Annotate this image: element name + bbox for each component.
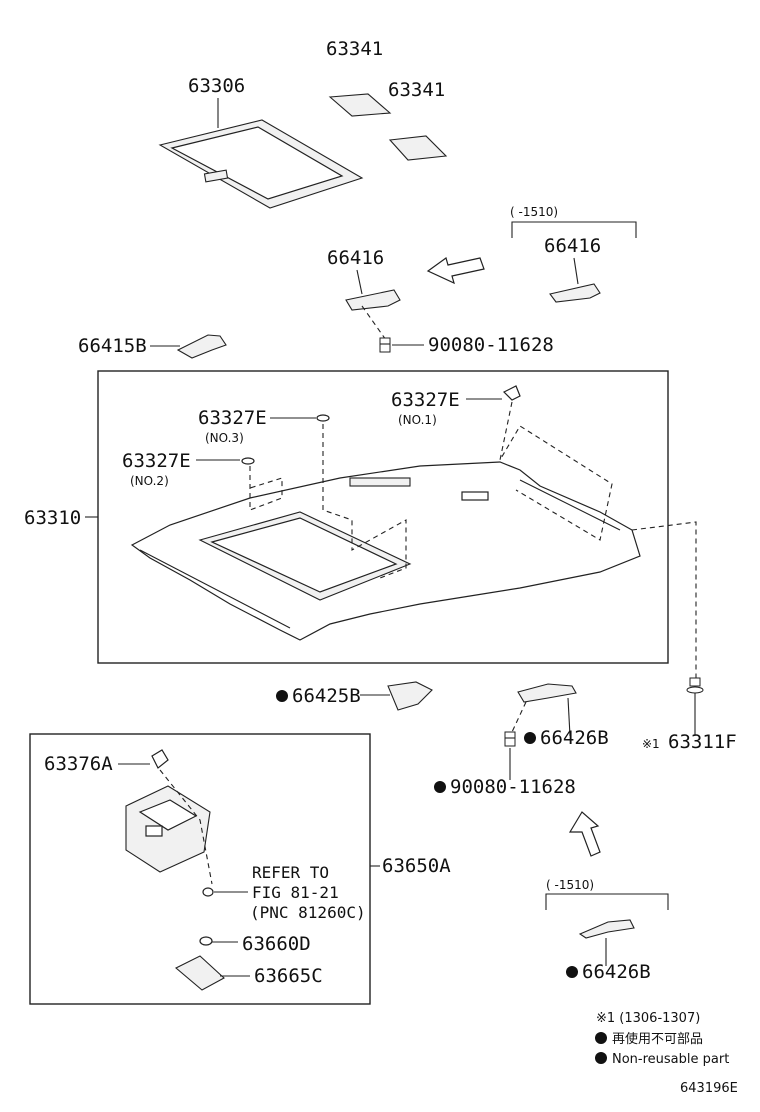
part-66425B (387, 681, 433, 711)
legend-note1: ※1 (1306-1307) (596, 1011, 700, 1026)
legend-nonreusable-en: Non-reusable part (612, 1052, 729, 1067)
screw-90080-lower (504, 731, 516, 747)
label-90080-lower: 90080-11628 (450, 776, 576, 798)
screw-90080-upper (379, 337, 391, 353)
label-63327E-no2: 63327E (122, 450, 191, 472)
note-no2: (NO.2) (130, 474, 169, 488)
part-66416-alt (549, 283, 601, 303)
label-63306: 63306 (188, 75, 245, 97)
lamp-housing (125, 785, 211, 873)
label-66415B: 66415B (78, 335, 147, 357)
part-66416-upper (345, 289, 401, 311)
clip-63327E-no3 (316, 414, 330, 422)
part-66426B-lower (578, 919, 635, 939)
clip-63327E-no1 (502, 385, 521, 401)
note-mark-63311F: ※1 (642, 737, 660, 751)
label-63341-lower: 63341 (388, 79, 445, 101)
clip-63327E-no2 (241, 457, 255, 465)
label-63327E-no3: 63327E (198, 407, 267, 429)
refer-line2: FIG 81-21 (252, 883, 339, 902)
label-63660D: 63660D (242, 933, 311, 955)
box-63650A (29, 733, 371, 1005)
part-63660D (199, 936, 213, 946)
date-range-lower: ( -1510) (546, 878, 594, 892)
pad-63341-upper (328, 93, 392, 117)
label-63341-upper: 63341 (326, 38, 383, 60)
bulb-63376A (151, 749, 169, 769)
label-63327E-no1: 63327E (391, 389, 460, 411)
label-66426B-upper: 66426B (540, 727, 609, 749)
refer-line3: (PNC 81260C) (250, 903, 366, 922)
label-63310: 63310 (24, 507, 81, 529)
sunshade-63306 (158, 119, 364, 209)
screw-lamp (202, 887, 214, 897)
direction-arrow-up (568, 811, 601, 857)
note-no3: (NO.3) (205, 431, 244, 445)
label-66425B: 66425B (292, 685, 361, 707)
part-66415B (176, 334, 227, 359)
date-range-upper: ( -1510) (510, 205, 558, 219)
pad-63341-lower (388, 135, 448, 161)
part-66426B-upper (517, 683, 577, 703)
lens-63665C (175, 955, 225, 991)
label-63376A: 63376A (44, 753, 113, 775)
label-90080-upper: 90080-11628 (428, 334, 554, 356)
clip-63311F (686, 677, 704, 735)
label-66416-upper: 66416 (327, 247, 384, 269)
headliner-63310 (130, 461, 641, 641)
note-no1: (NO.1) (398, 413, 437, 427)
label-66426B-lower: 66426B (582, 961, 651, 983)
label-63665C: 63665C (254, 965, 323, 987)
label-66416-alt: 66416 (544, 235, 601, 257)
diagram-id: 643196E (680, 1081, 738, 1096)
refer-line1: REFER TO (252, 863, 329, 882)
direction-arrow-left (426, 257, 485, 285)
label-63311F: 63311F (668, 731, 737, 753)
legend-nonreusable-jp: 再使用不可部品 (612, 1031, 703, 1047)
label-63650A: 63650A (382, 855, 451, 877)
